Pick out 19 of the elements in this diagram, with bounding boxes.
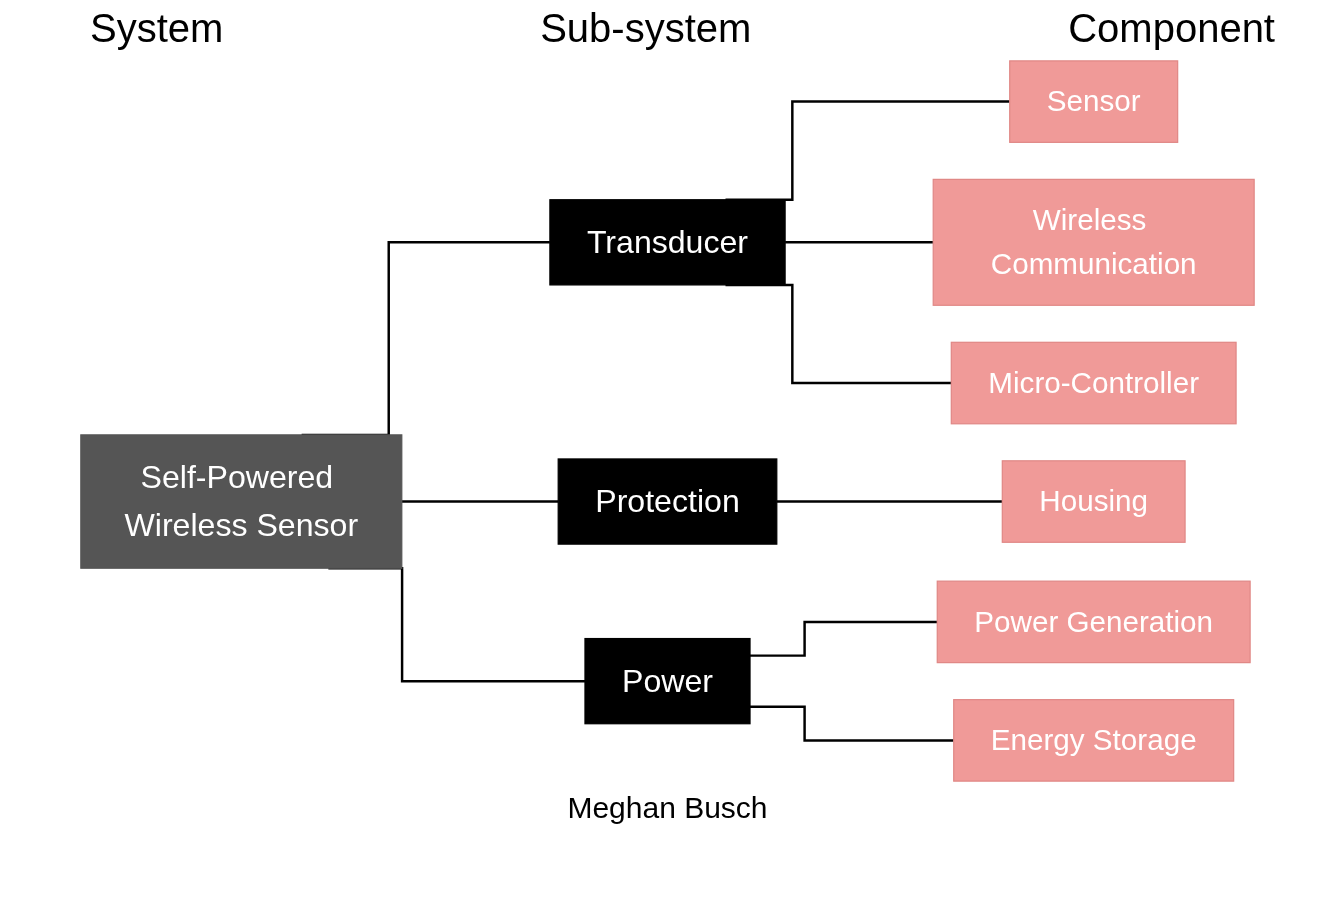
connector	[750, 620, 938, 657]
node-box: Sensor	[1009, 60, 1179, 143]
connector	[776, 500, 1003, 503]
node-box: Self-Powered Wireless Sensor	[80, 434, 403, 569]
node-box: Power	[584, 637, 751, 725]
connector	[785, 241, 934, 244]
node-box: Energy Storage	[953, 699, 1235, 782]
node-box: Wireless Communication	[932, 178, 1255, 306]
node-box: Protection	[557, 458, 778, 545]
node-box: Housing	[1001, 460, 1186, 543]
column-heading: Component	[1068, 6, 1275, 51]
column-heading: System	[90, 6, 224, 51]
node-box: Transducer	[549, 199, 786, 286]
column-heading: Sub-system	[540, 6, 752, 51]
connector	[401, 500, 559, 503]
connector	[750, 705, 954, 742]
author-name: Meghan Busch	[567, 791, 768, 824]
node-box: Micro-Controller	[950, 341, 1237, 425]
node-box: Power Generation	[936, 580, 1251, 664]
